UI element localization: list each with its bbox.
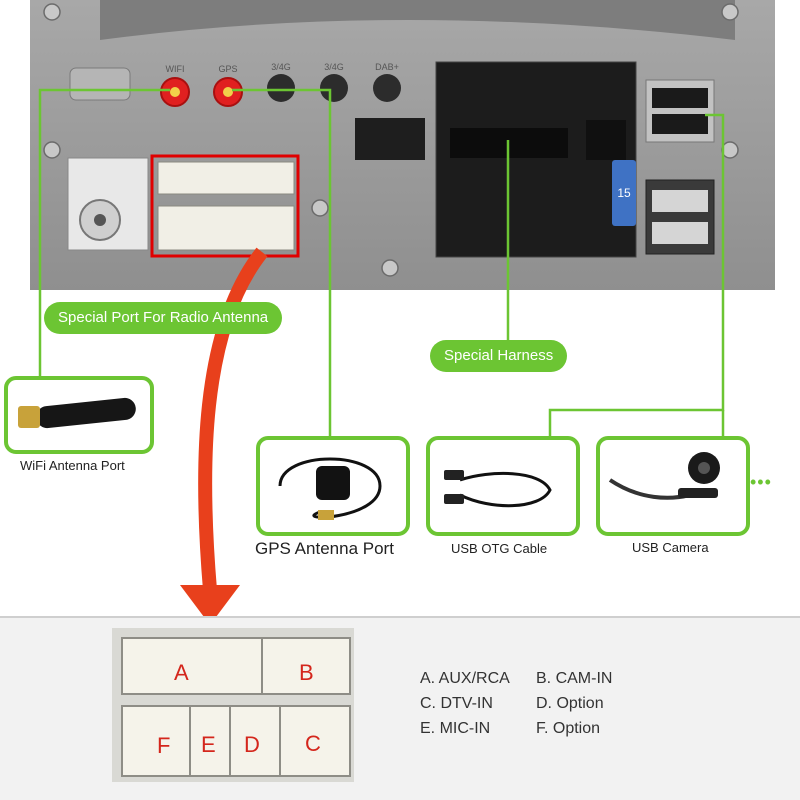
connector-letter-b: B (299, 660, 314, 685)
port-label-dab: DAB+ (375, 62, 399, 72)
panel-slot (69, 67, 131, 101)
connector-highlight (150, 154, 300, 258)
wifi-antenna-label: WiFi Antenna Port (20, 458, 125, 473)
radio-antenna-callout: Special Port For Radio Antenna (44, 302, 283, 334)
port-label-4g-1: 3/4G (271, 62, 291, 72)
connector-upper (157, 161, 295, 195)
connector-letter-d: D (244, 732, 260, 757)
fuse (612, 160, 636, 226)
port-label-wifi: WIFI (165, 64, 185, 74)
connector-lower (157, 205, 295, 251)
usb-camera-label: USB Camera (632, 540, 709, 555)
usb-camera-card (596, 436, 750, 536)
usb-otg-label: USB OTG Cable (451, 541, 548, 556)
screws (43, 3, 739, 277)
legend-f: F. Option (536, 720, 601, 737)
harness-callout: Special Harness (430, 340, 568, 372)
wifi-antenna-icon (18, 397, 136, 429)
small-black-socket (355, 118, 425, 160)
usb-camera-icon (608, 452, 720, 500)
legend-d: D. Option (536, 695, 604, 712)
gps-antenna-label: GPS Antenna Port (255, 539, 394, 558)
red-arrow-head (180, 585, 240, 625)
red-arrow (198, 247, 268, 591)
port-label-4g-2: 3/4G (324, 62, 344, 72)
legend-b: B. CAM-IN (536, 670, 613, 687)
legend-e: E. MIC-IN (420, 720, 491, 737)
connector-lines (38, 88, 725, 436)
usb-cable-icon (444, 470, 552, 508)
fuse-value: 15 (617, 186, 631, 200)
port-label-gps: GPS (218, 64, 238, 74)
gps-antenna-icon (278, 457, 382, 520)
legend-a: A. AUX/RCA (420, 670, 510, 687)
wifi-antenna-card (4, 376, 154, 454)
connector-letter-e: E (201, 732, 216, 757)
connector-letter-c: C (305, 731, 321, 756)
legend-c: C. DTV-IN (420, 695, 493, 712)
connector-letter-f: F (157, 733, 171, 758)
gps-antenna-card (256, 436, 410, 536)
sma-ports (160, 74, 401, 107)
connector-letter-a: A (174, 660, 189, 685)
usb-otg-card (426, 436, 580, 536)
more-ellipsis: ••• (750, 472, 772, 492)
panel-top-arc (100, 0, 735, 40)
